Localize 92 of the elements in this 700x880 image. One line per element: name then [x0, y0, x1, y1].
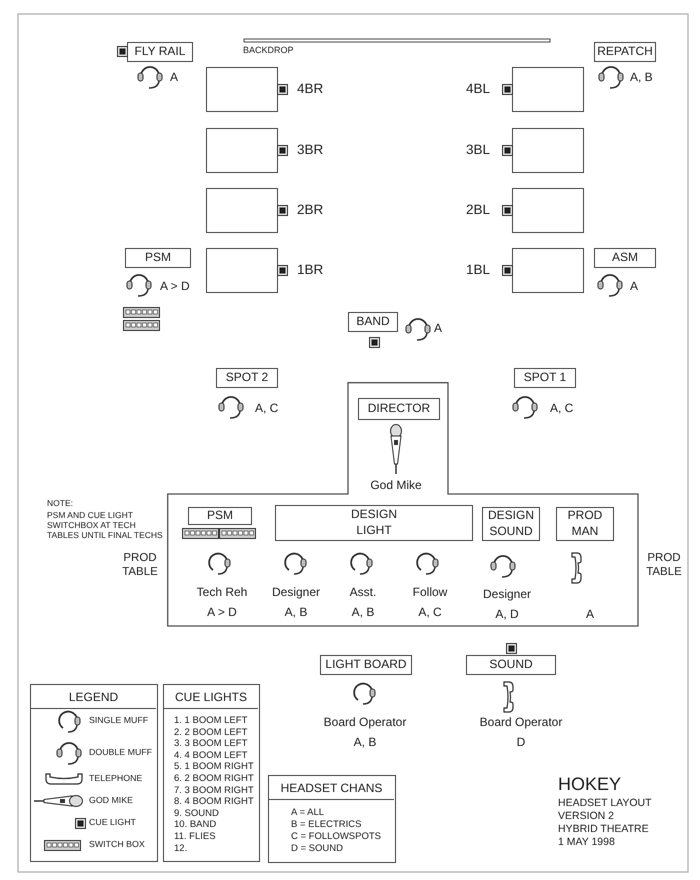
channel-label: A, B — [350, 605, 376, 620]
list-item: A = ALL — [291, 807, 324, 818]
boom-position-box — [206, 67, 278, 112]
channel-label: A > D — [160, 279, 190, 294]
panel-heading: LEGEND — [31, 685, 156, 709]
table-label: PROD TABLE — [121, 552, 159, 580]
boom-position-box — [206, 188, 278, 233]
list-item: 5. 1 BOOM RIGHT — [174, 761, 254, 773]
position-label: 2BL — [466, 202, 490, 218]
role-label: Asst. — [348, 585, 378, 600]
station-box: ASM — [594, 248, 656, 268]
station-box: SPOT 2 — [216, 368, 278, 388]
caption: God Mike — [369, 478, 423, 492]
channel-label: A — [170, 70, 178, 84]
role-label: Board Operator — [478, 715, 564, 730]
boom-position-box — [206, 248, 278, 293]
list-item: 12. — [174, 842, 188, 854]
list-item: 4. 4 BOOM LEFT — [174, 750, 248, 762]
position-label: 4BR — [297, 81, 324, 98]
list-item: 7. 3 BOOM RIGHT — [174, 784, 254, 796]
role-label: Designer — [270, 585, 322, 600]
station-box: PSM — [125, 248, 191, 268]
drawing-info: 1 MAY 1998 — [558, 836, 615, 849]
note-heading: NOTE: — [47, 498, 73, 508]
channel-label: A, B — [630, 70, 653, 84]
drawing-title: HOKEY — [558, 774, 622, 796]
boom-position-box — [512, 128, 584, 173]
station-box: DESIGN LIGHT — [275, 505, 473, 541]
role-label: Tech Reh — [196, 585, 248, 600]
table-label: PROD TABLE — [645, 552, 683, 580]
position-label: 2BR — [297, 202, 324, 218]
list-item: 9. SOUND — [174, 808, 219, 820]
channel-label: A — [584, 607, 595, 622]
list-item: D = SOUND — [291, 843, 343, 854]
legend-panel — [30, 684, 158, 862]
position-label: 4BL — [466, 81, 490, 98]
legend-text: TELEPHONE — [89, 773, 142, 784]
legend-text: DOUBLE MUFF — [89, 747, 152, 758]
role-label: Designer — [482, 587, 532, 602]
station-box: REPATCH — [594, 42, 656, 62]
legend-text: CUE LIGHT — [89, 817, 136, 828]
station-box: SOUND — [466, 655, 556, 675]
role-label: Follow — [412, 585, 448, 600]
channel-label: A, C — [550, 401, 574, 416]
list-item: 6. 2 BOOM RIGHT — [174, 773, 254, 784]
boom-position-box — [512, 248, 584, 293]
drawing-info: HEADSET LAYOUT — [558, 797, 652, 810]
note-text: PSM AND CUE LIGHT SWITCHBOX AT TECH TABLES UNTIL FINAL TECHS — [47, 510, 164, 541]
station-box: DIRECTOR — [358, 398, 440, 420]
station-box: DESIGN SOUND — [482, 507, 540, 541]
channel-label: A — [630, 279, 638, 294]
channel-label: A, B — [284, 605, 308, 620]
role-label: Board Operator — [322, 715, 408, 730]
list-item: C = FOLLOWSPOTS — [291, 831, 382, 842]
list-item: 1. 1 BOOM LEFT — [174, 715, 248, 726]
legend-text: SWITCH BOX — [89, 839, 145, 850]
station-box: LIGHT BOARD — [320, 655, 412, 675]
channel-label: A > D — [206, 605, 238, 620]
panel-heading: CUE LIGHTS — [164, 685, 258, 709]
channel-label: A — [434, 321, 442, 336]
station-box: PSM — [188, 507, 252, 525]
channel-label: A, B — [352, 735, 378, 750]
headset-channels-panel — [268, 775, 396, 863]
channel-label: A, C — [255, 401, 278, 416]
station-box: PROD MAN — [556, 507, 614, 541]
legend-text: SINGLE MUFF — [89, 715, 148, 726]
list-item: 11. FLIES — [174, 831, 216, 842]
channel-label: D — [516, 735, 526, 750]
position-label: 3BL — [466, 142, 490, 158]
position-label: 3BR — [297, 142, 324, 158]
list-item: 8. 4 BOOM RIGHT — [174, 796, 254, 808]
legend-text: GOD MIKE — [89, 795, 133, 806]
channel-label: A, D — [494, 607, 520, 622]
list-item: B = ELECTRICS — [291, 819, 362, 830]
station-box: FLY RAIL — [127, 42, 193, 62]
station-box: SPOT 1 — [514, 368, 576, 388]
drawing-info: VERSION 2 — [558, 810, 614, 823]
cue-lights-panel — [163, 684, 260, 862]
boom-position-box — [512, 188, 584, 233]
stage-label: BACKDROP — [243, 45, 294, 56]
tech-table-outline — [167, 382, 639, 627]
boom-position-box — [206, 128, 278, 173]
panel-heading: HEADSET CHANS — [269, 776, 394, 800]
list-item: 3. 3 BOOM LEFT — [174, 738, 248, 750]
drawing-info: HYBRID THEATRE — [558, 823, 649, 836]
position-label: 1BR — [297, 262, 324, 278]
channel-label: A, C — [417, 605, 443, 620]
list-item: 10. BAND — [174, 819, 216, 831]
position-label: 1BL — [466, 262, 490, 278]
station-box: BAND — [348, 312, 398, 332]
list-item: 2. 2 BOOM LEFT — [174, 726, 248, 738]
boom-position-box — [512, 67, 584, 112]
